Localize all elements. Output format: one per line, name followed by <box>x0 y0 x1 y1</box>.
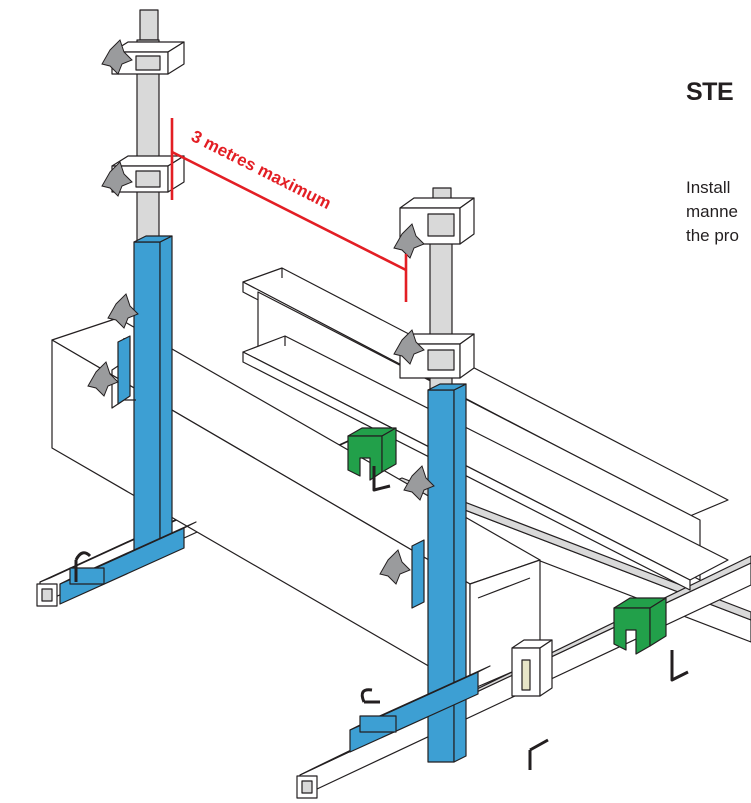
floor-hook-icon <box>74 551 92 582</box>
step-heading: STE <box>686 78 734 106</box>
floor-hook-icon <box>372 466 391 492</box>
wing-knob-icon <box>393 223 425 259</box>
floor-hook-icon <box>360 688 380 704</box>
right-blue-support <box>349 383 491 763</box>
wing-knob-icon <box>87 361 119 397</box>
wing-knob-icon <box>101 39 133 75</box>
wing-knob-icon <box>101 161 133 197</box>
back-cable-tray <box>242 267 729 591</box>
tray-clip-icon <box>511 639 553 697</box>
instruction-line: the pro <box>686 226 739 245</box>
wing-knob-icon <box>379 549 411 585</box>
wing-knob-icon <box>107 293 139 329</box>
tray-clip-icon <box>613 597 667 655</box>
instruction-line: Install <box>686 178 731 197</box>
left-blue-support <box>59 235 197 605</box>
dimension-line <box>171 150 407 272</box>
wing-knob-icon <box>403 465 435 501</box>
step-instructions: Install manne the pro <box>686 176 751 248</box>
floor-hook-icon <box>528 738 549 770</box>
wing-knob-icon <box>393 329 425 365</box>
instruction-line: manne <box>686 202 738 221</box>
tray-clip-icon <box>347 427 397 481</box>
floor-hook-icon <box>670 650 689 682</box>
